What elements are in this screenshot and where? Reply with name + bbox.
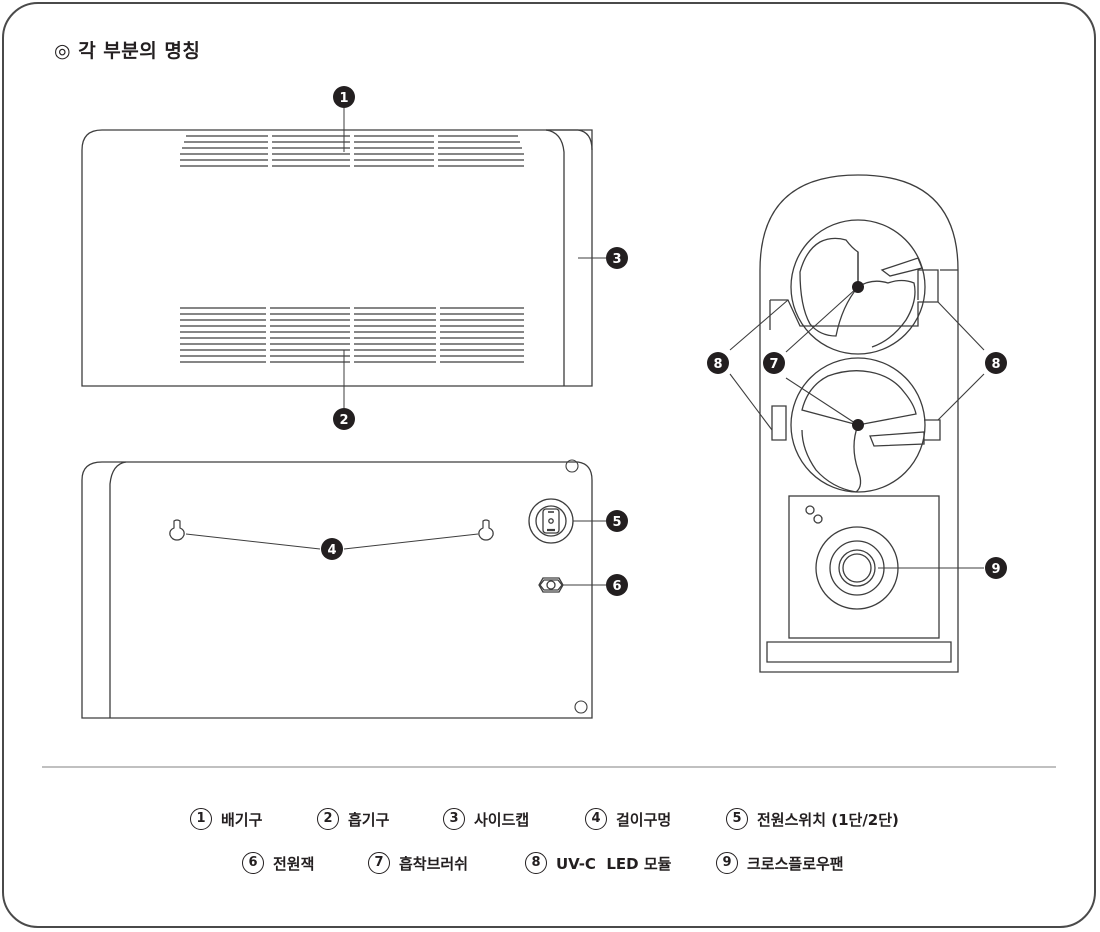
legend-label: 걸이구멍 bbox=[616, 810, 672, 829]
power-switch bbox=[528, 498, 574, 544]
legend-label: 사이드캡 bbox=[474, 810, 530, 829]
callout-badge-1: 1 bbox=[333, 86, 355, 108]
callout-badge-2: 2 bbox=[333, 408, 355, 430]
legend-number: 2 bbox=[317, 808, 339, 830]
callout-badge-5: 5 bbox=[606, 510, 628, 532]
callout-3-label: 3 bbox=[612, 252, 621, 267]
callout-5-label: 5 bbox=[612, 515, 621, 530]
legend-number: 3 bbox=[443, 808, 465, 830]
callout-8-left-label: 8 bbox=[713, 357, 722, 372]
exhaust-vent bbox=[180, 135, 524, 167]
legend-label: 크로스플로우팬 bbox=[747, 854, 844, 873]
legend-label: UV-C LED 모듈 bbox=[556, 854, 672, 873]
callout-2-label: 2 bbox=[339, 413, 348, 428]
hanging-hole bbox=[169, 519, 494, 541]
legend-number: 9 bbox=[716, 852, 738, 874]
legend-item-5: 5 전원스위치 (1단/2단) bbox=[726, 808, 899, 830]
legend-label: 전원잭 bbox=[273, 854, 315, 873]
callout-badge-4: 4 bbox=[321, 538, 343, 560]
legend-label: 전원스위치 (1단/2단) bbox=[757, 810, 899, 829]
callout-badge-8-left: 8 bbox=[707, 352, 729, 374]
callout-6-label: 6 bbox=[612, 579, 621, 594]
callout-9-label: 9 bbox=[991, 562, 1000, 577]
legend-item-9: 9 크로스플로우팬 bbox=[716, 852, 844, 874]
legend-item-8: 8 UV-C LED 모듈 bbox=[525, 852, 671, 874]
callout-badge-6: 6 bbox=[606, 574, 628, 596]
side-view bbox=[729, 174, 985, 673]
legend-item-3: 3 사이드캡 bbox=[443, 808, 529, 830]
legend-item-7: 7 흡착브러쉬 bbox=[368, 852, 468, 874]
callout-4-label: 4 bbox=[327, 543, 336, 558]
legend-number: 7 bbox=[368, 852, 390, 874]
intake-vent bbox=[180, 307, 524, 363]
callout-badge-7: 7 bbox=[763, 352, 785, 374]
back-view bbox=[81, 459, 606, 719]
legend-label: 흡착브러쉬 bbox=[399, 854, 469, 873]
legend-number: 8 bbox=[525, 852, 547, 874]
callout-badge-8-right: 8 bbox=[985, 352, 1007, 374]
page-title: ◎ 각 부분의 명칭 bbox=[54, 40, 201, 62]
callout-1-label: 1 bbox=[339, 91, 348, 106]
front-view bbox=[81, 108, 606, 408]
callout-7-label: 7 bbox=[769, 357, 778, 372]
legend-number: 5 bbox=[726, 808, 748, 830]
suction-brush-upper bbox=[790, 219, 926, 355]
power-jack bbox=[538, 577, 564, 593]
legend-item-2: 2 흡기구 bbox=[317, 808, 389, 830]
legend-number: 4 bbox=[585, 808, 607, 830]
cross-flow-fan bbox=[766, 495, 952, 663]
legend-item-4: 4 걸이구멍 bbox=[585, 808, 671, 830]
callout-8-right-label: 8 bbox=[991, 357, 1000, 372]
legend-number: 6 bbox=[242, 852, 264, 874]
legend-item-1: 1 배기구 bbox=[190, 808, 262, 830]
suction-brush-lower bbox=[790, 357, 926, 493]
callout-badge-9: 9 bbox=[985, 557, 1007, 579]
callout-badge-3: 3 bbox=[606, 247, 628, 269]
legend-label: 배기구 bbox=[221, 810, 263, 829]
legend-label: 흡기구 bbox=[348, 810, 390, 829]
legend-item-6: 6 전원잭 bbox=[242, 852, 314, 874]
callout-badges: 1 2 3 4 5 6 7 8 8 9 bbox=[321, 86, 1007, 596]
legend-number: 1 bbox=[190, 808, 212, 830]
uv-led-module bbox=[769, 269, 958, 441]
